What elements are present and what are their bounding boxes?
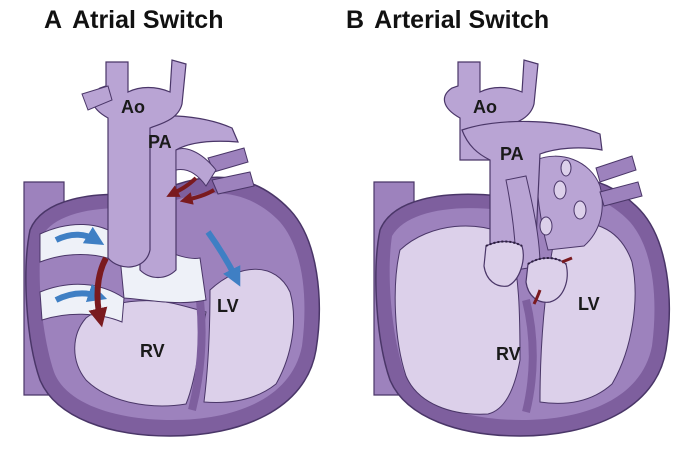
label-left-ventricle-b: LV <box>578 294 600 314</box>
vein-opening-1 <box>554 181 566 199</box>
label-right-ventricle-b: RV <box>496 344 521 364</box>
vein-opening-4 <box>561 160 571 176</box>
label-aorta-b: Ao <box>473 97 497 117</box>
pulmonary-vein-b-1 <box>596 156 636 182</box>
label-aorta-a: Ao <box>121 97 145 117</box>
label-right-ventricle-a: RV <box>140 341 165 361</box>
label-pulmonary-artery-a: PA <box>148 132 172 152</box>
vein-opening-2 <box>574 201 586 219</box>
vein-opening-3 <box>540 217 552 235</box>
panel-b-heart: Ao PA LV RV <box>374 60 669 436</box>
panel-a-heart: Ao PA LV RV <box>24 60 319 436</box>
label-left-ventricle-a: LV <box>217 296 239 316</box>
label-pulmonary-artery-b: PA <box>500 144 524 164</box>
